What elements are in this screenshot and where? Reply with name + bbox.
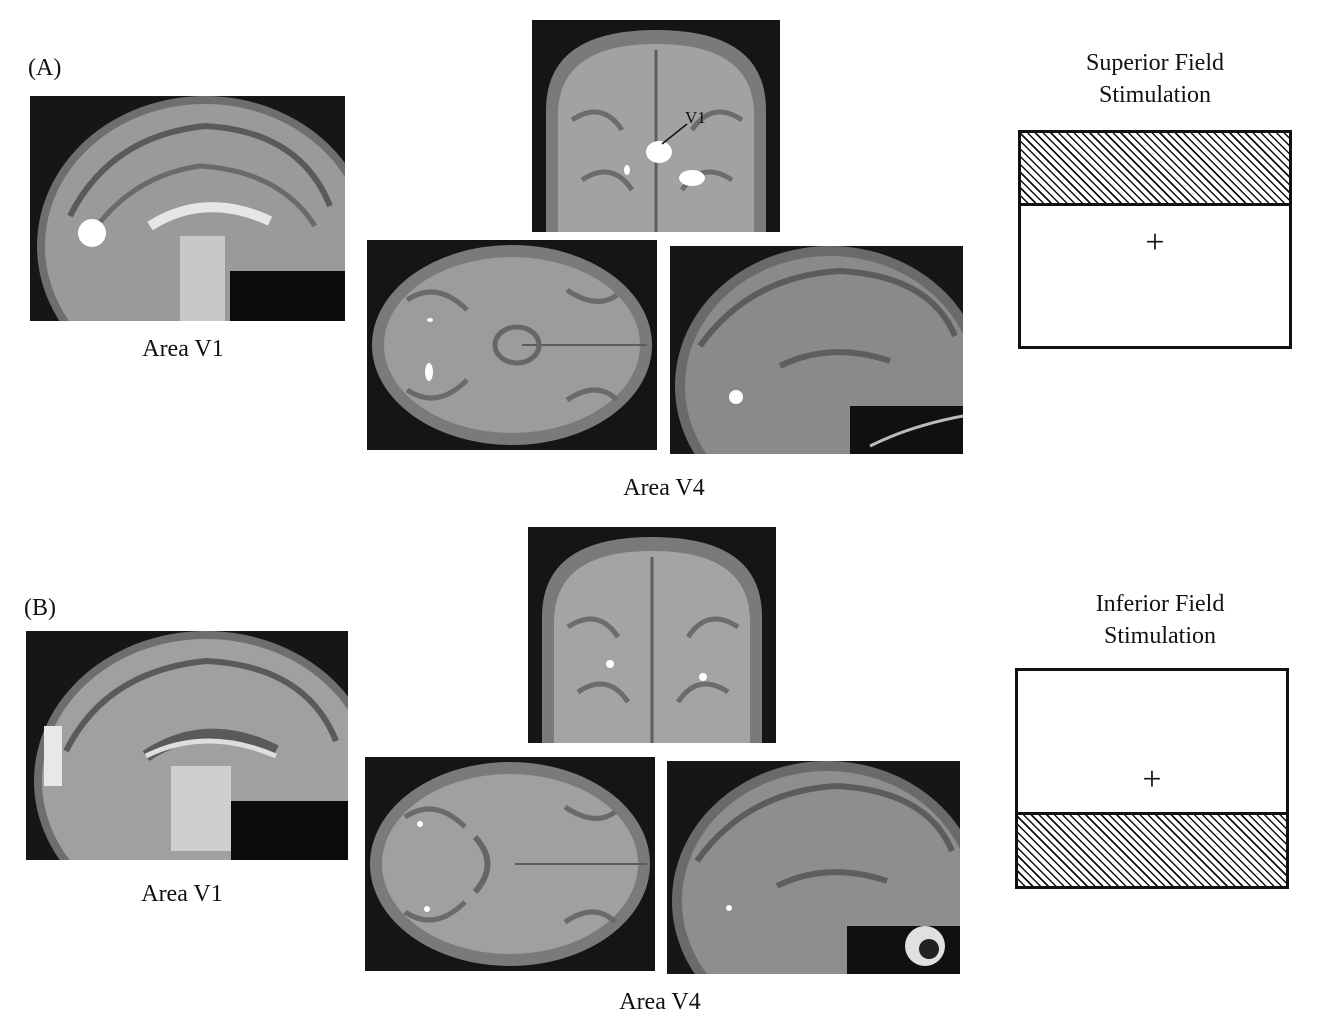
panel-b-hatched-inferior-field <box>1018 812 1286 886</box>
panel-b-v1-label: Area V1 <box>141 881 223 907</box>
panel-b-stim-field-box: + <box>1015 668 1289 889</box>
panel-a-v1-label: Area V1 <box>142 336 224 362</box>
panel-b-stim-title-line2: Stimulation <box>1103 623 1216 650</box>
panel-a-hatched-superior-field <box>1021 133 1289 206</box>
panel-b-fixation-cross: + <box>1142 761 1162 798</box>
panel-b-stim-title: Inferior Field Stimulation <box>1096 588 1225 653</box>
panel-a-v1-coronal-blob <box>646 141 672 163</box>
panel-b-stim-title-line1: Inferior Field <box>1095 591 1225 617</box>
v1-annotation-label: V1 <box>685 108 706 127</box>
panel-a-v4-coronal-image: V1 <box>532 20 780 232</box>
panel-a-v1-activation-blob <box>78 219 106 247</box>
panel-b-letter: (B) <box>24 595 56 621</box>
panel-a-v1-sagittal-image <box>30 96 345 321</box>
panel-b-v4-sagittal-image <box>667 761 960 974</box>
panel-b-v1-sagittal-image <box>26 631 348 860</box>
panel-a-stim-title-line2: Stimulation <box>1098 82 1211 109</box>
panel-a-stim-title-line1: Superior Field <box>1086 50 1224 76</box>
panel-a-letter: (A) <box>28 55 62 81</box>
panel-a-fixation-cross: + <box>1145 224 1165 261</box>
panel-a-v4-axial-image <box>367 240 657 450</box>
panel-a-v4-sagittal-image <box>670 246 963 454</box>
panel-a-stim-field-box: + <box>1018 130 1292 349</box>
panel-b-v1-activation-blob <box>44 726 62 786</box>
v1-annotation-pointer <box>661 123 688 145</box>
panel-b-v4-axial-image <box>365 757 655 971</box>
panel-b-v4-coronal-image <box>528 527 776 743</box>
panel-a-stim-title: Superior Field Stimulation <box>1086 47 1224 112</box>
panel-a-v4-label: Area V4 <box>623 475 705 501</box>
panel-b-v4-label: Area V4 <box>619 989 701 1015</box>
